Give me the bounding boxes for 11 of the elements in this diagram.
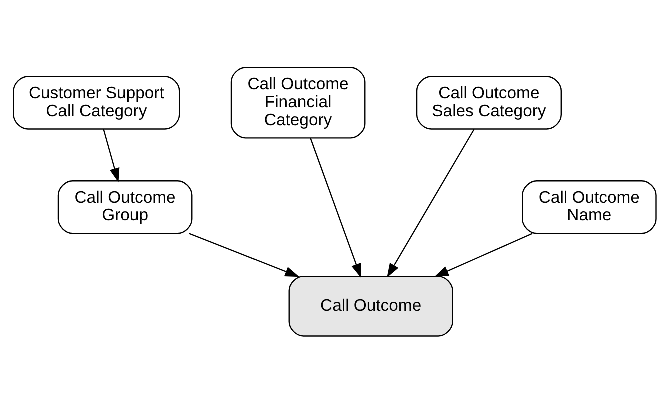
arrow: [189, 232, 300, 277]
arrow: [103, 128, 120, 182]
arrow: [387, 128, 475, 278]
arrow: [434, 232, 533, 277]
node-box: Customer Support Call Category: [13, 76, 180, 130]
node-box: Call Outcome Sales Category: [416, 76, 562, 130]
arrow: [310, 138, 362, 278]
node-box: Call Outcome: [288, 275, 454, 336]
node-box: Call Outcome Financial Category: [230, 66, 366, 138]
node-box: Call Outcome Group: [58, 180, 193, 234]
node-box: Call Outcome Name: [522, 180, 657, 234]
